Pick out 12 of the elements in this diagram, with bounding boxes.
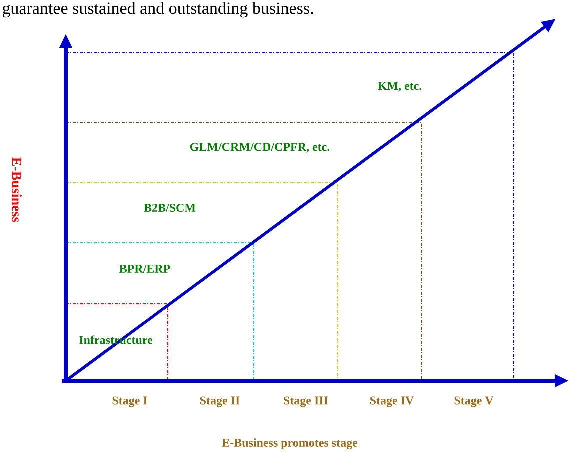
tick-label: Stage III — [284, 396, 328, 408]
tick-label: Stage IV — [370, 396, 414, 408]
tick-label: Stage V — [454, 396, 494, 408]
stage-label: KM, etc. — [378, 82, 422, 92]
stage-label: BPR/ERP — [120, 265, 170, 273]
tick-label: Stage I — [112, 396, 148, 408]
axis-title: E-Business — [12, 158, 22, 222]
axis-title: E-Business promotes stage — [222, 438, 358, 450]
stage-label: B2B/SCM — [144, 204, 196, 212]
tick-label: Stage II — [200, 396, 240, 408]
heading-text: guarantee sustained and outstanding business. — [2, 2, 314, 18]
stage-label: GLM/CRM/CD/CPFR, etc. — [190, 143, 330, 153]
